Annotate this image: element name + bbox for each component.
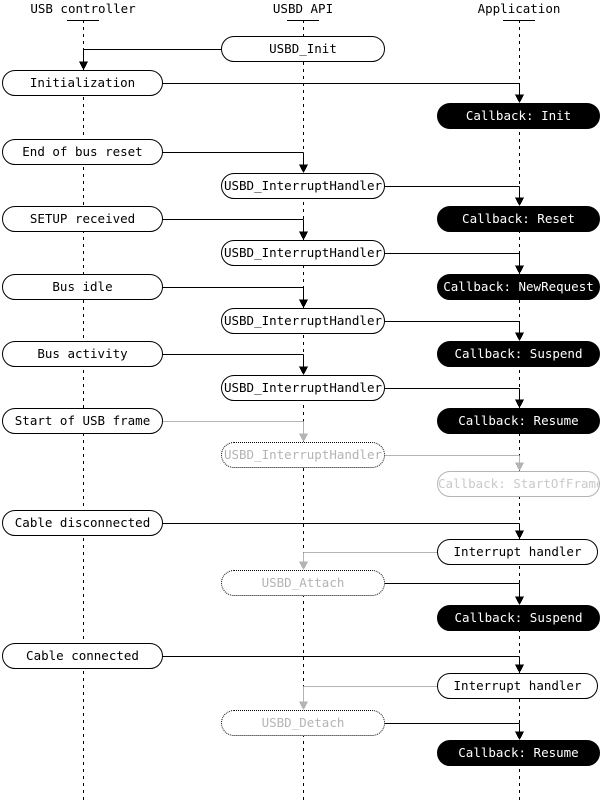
node-label: USBD_InterruptHandler xyxy=(223,447,383,462)
node-label: SETUP received xyxy=(29,211,136,226)
node-label: Callback: StartOfFrame xyxy=(438,476,600,491)
node-n20[interactable]: Interrupt handler xyxy=(437,539,598,565)
node-n25[interactable]: USBD_Detach xyxy=(221,710,385,736)
node-n21[interactable]: USBD_Attach xyxy=(221,570,385,596)
node-label: Cable connected xyxy=(26,648,139,663)
node-label: Bus activity xyxy=(37,346,128,361)
node-label: Callback: Suspend xyxy=(454,346,583,361)
node-n22[interactable]: Callback: Suspend xyxy=(437,605,600,631)
message-l17 xyxy=(299,686,438,711)
message-l05 xyxy=(162,219,308,241)
node-label: Callback: Reset xyxy=(462,211,575,226)
message-l18 xyxy=(384,723,524,741)
node-n10[interactable]: Callback: NewRequest xyxy=(437,274,600,300)
message-l09 xyxy=(162,354,308,376)
message-l16 xyxy=(162,656,524,674)
node-label: Initialization xyxy=(29,75,136,90)
node-label: Cable disconnected xyxy=(14,515,151,530)
lane-label-usb-controller: USB controller xyxy=(30,1,136,16)
node-n26[interactable]: Callback: Resume xyxy=(437,740,600,766)
node-n04[interactable]: End of bus reset xyxy=(2,139,163,165)
node-label: USBD_InterruptHandler xyxy=(223,380,383,395)
message-l10 xyxy=(384,388,524,409)
node-label: USBD_InterruptHandler xyxy=(223,178,383,193)
message-l08 xyxy=(384,321,524,342)
message-l12 xyxy=(384,455,524,472)
node-label: Callback: Resume xyxy=(458,745,579,760)
message-l11 xyxy=(162,421,308,443)
node-label: Callback: Resume xyxy=(458,413,579,428)
node-n16[interactable]: Callback: Resume xyxy=(437,408,600,434)
node-label: USBD_Detach xyxy=(261,715,345,730)
node-n23[interactable]: Cable connected xyxy=(2,643,163,669)
node-label: Callback: Suspend xyxy=(454,610,583,625)
message-l13 xyxy=(162,523,524,540)
node-n15[interactable]: Start of USB frame xyxy=(2,408,163,434)
node-n14[interactable]: USBD_InterruptHandler xyxy=(221,375,385,401)
node-n18[interactable]: Callback: StartOfFrame xyxy=(437,471,600,497)
message-l15 xyxy=(384,583,524,606)
node-label: Callback: Init xyxy=(465,108,572,123)
node-label: USBD_Attach xyxy=(261,575,345,590)
node-n24[interactable]: Interrupt handler xyxy=(437,673,598,699)
node-label: USBD_InterruptHandler xyxy=(223,245,383,260)
node-label: Bus idle xyxy=(52,279,113,294)
node-n09[interactable]: Bus idle xyxy=(2,274,163,300)
message-l07 xyxy=(162,287,308,309)
node-label: Interrupt handler xyxy=(453,678,582,693)
lane-label-usbd-api: USBD API xyxy=(272,1,334,16)
node-n12[interactable]: Bus activity xyxy=(2,341,163,367)
node-n06[interactable]: SETUP received xyxy=(2,206,163,232)
message-l03 xyxy=(162,152,308,174)
node-n11[interactable]: USBD_InterruptHandler xyxy=(221,308,385,334)
node-n08[interactable]: USBD_InterruptHandler xyxy=(221,240,385,266)
node-n01[interactable]: USBD_Init xyxy=(221,36,385,62)
node-n13[interactable]: Callback: Suspend xyxy=(437,341,600,367)
node-n03[interactable]: Callback: Init xyxy=(437,103,600,129)
node-n05[interactable]: USBD_InterruptHandler xyxy=(221,173,385,199)
message-l01 xyxy=(79,49,222,71)
node-n19[interactable]: Cable disconnected xyxy=(2,510,163,536)
message-l14 xyxy=(299,552,438,571)
message-l06 xyxy=(384,253,524,275)
node-label: USBD_InterruptHandler xyxy=(223,313,383,328)
message-l04 xyxy=(384,186,524,207)
node-n17[interactable]: USBD_InterruptHandler xyxy=(221,442,385,468)
node-label: Callback: NewRequest xyxy=(443,279,594,294)
lane-label-application: Application xyxy=(477,1,561,16)
node-n07[interactable]: Callback: Reset xyxy=(437,206,600,232)
node-label: End of bus reset xyxy=(22,144,143,159)
node-label: Start of USB frame xyxy=(14,413,151,428)
node-label: USBD_Init xyxy=(269,41,337,56)
node-label: Interrupt handler xyxy=(453,544,582,559)
message-l02 xyxy=(162,83,524,104)
node-n02[interactable]: Initialization xyxy=(2,70,163,96)
